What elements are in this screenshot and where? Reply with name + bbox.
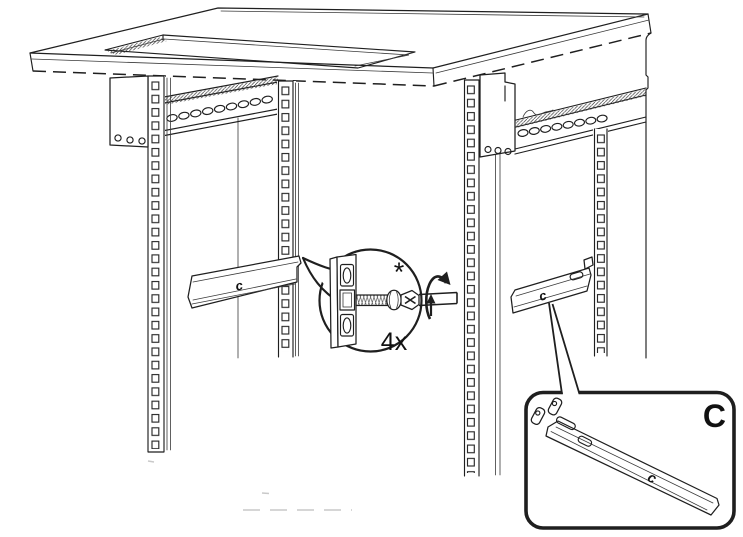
screw-callout: * 4x	[301, 248, 458, 356]
inset-title: C	[703, 398, 726, 434]
right-side-rail	[514, 32, 652, 359]
left-rail-slots	[166, 95, 273, 122]
floor-shadow-line	[147, 460, 352, 511]
right-bottom-edge-dashed	[433, 32, 652, 87]
post-holes-strip	[329, 253, 357, 349]
front-bottom-edge-dashed	[32, 70, 435, 87]
top-frame	[29, 7, 652, 87]
left-mounting-plate	[109, 75, 149, 148]
cable-clip-detail	[522, 109, 554, 118]
left-front-post	[277, 80, 299, 358]
inset-bracket: c	[530, 397, 720, 516]
left-side-rail	[161, 75, 279, 137]
right-rail-slots	[517, 114, 608, 137]
left-bracket-label: c	[234, 277, 245, 293]
left-bracket: c	[187, 255, 302, 309]
rack-opening-cutout	[104, 34, 416, 69]
right-mounting-plate	[479, 72, 516, 158]
cabinet-right-edge	[645, 32, 652, 359]
right-bracket-label: c	[537, 287, 549, 304]
right-rear-post	[593, 128, 608, 357]
screw-icon	[355, 289, 402, 311]
cutout-hatch	[107, 37, 167, 55]
rotation-arrow-icon	[424, 271, 451, 320]
screwdriver-bit-icon	[400, 289, 458, 311]
asterisk-label: *	[394, 257, 405, 287]
left-rear-post	[147, 75, 171, 453]
right-bracket: c	[510, 256, 594, 314]
quantity-label: 4x	[381, 328, 408, 356]
right-front-post	[463, 79, 501, 477]
inset-pointer	[548, 302, 581, 395]
inset-panel: c C	[524, 302, 736, 530]
